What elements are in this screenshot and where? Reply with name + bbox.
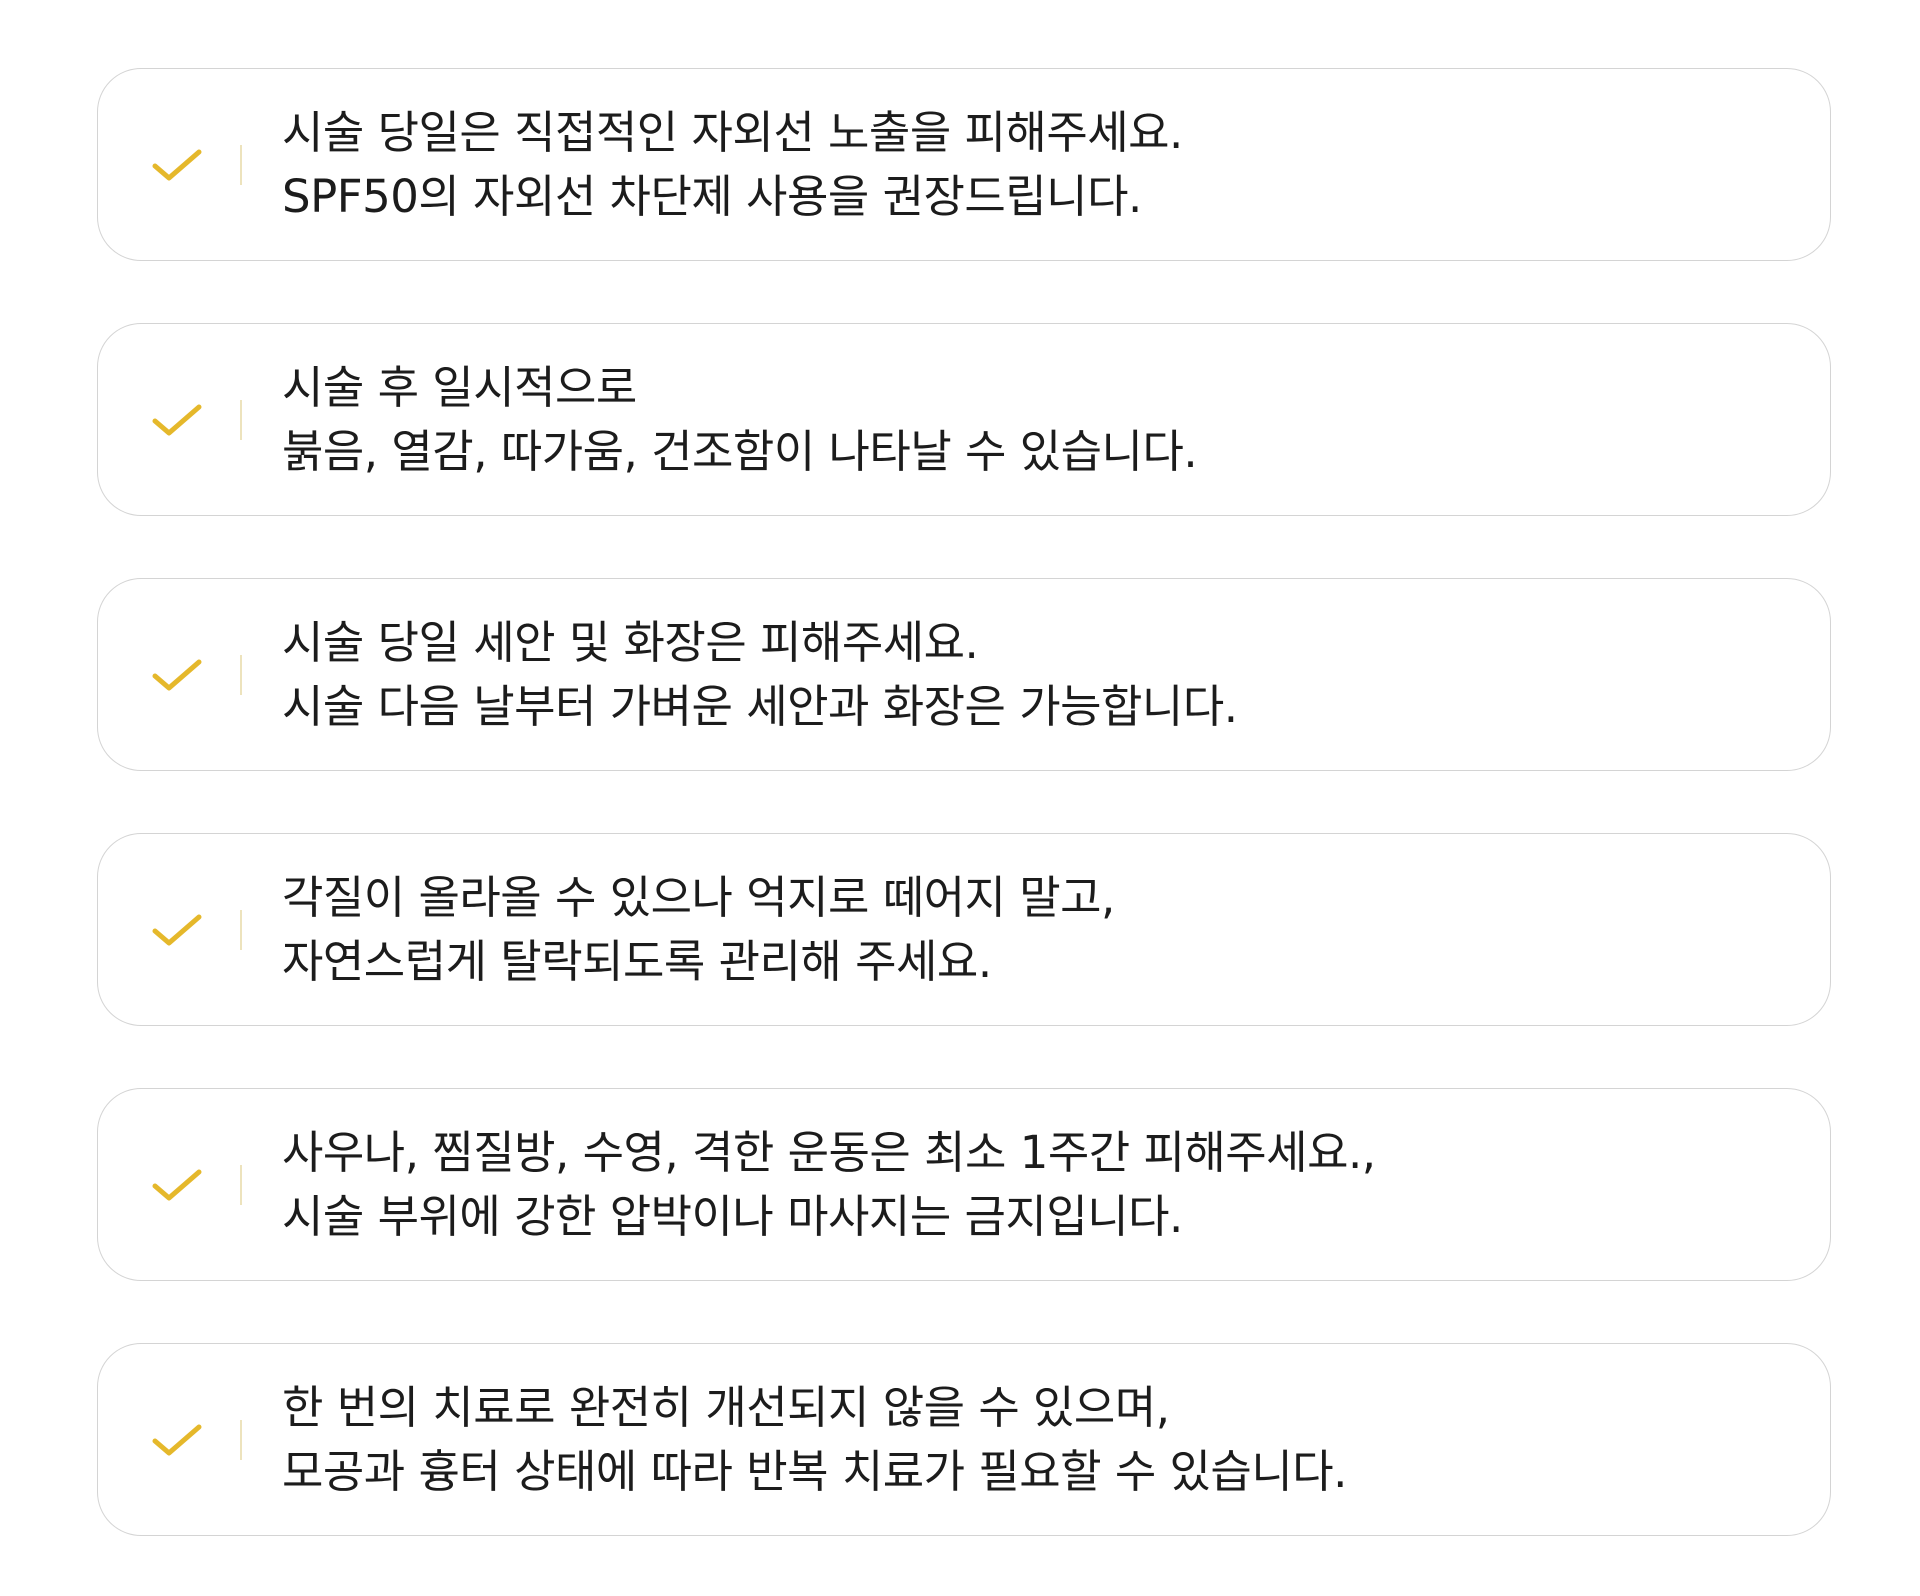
notice-card: 시술 후 일시적으로 붉음, 열감, 따가움, 건조함이 나타날 수 있습니다.	[97, 323, 1831, 516]
notice-card: 시술 당일 세안 및 화장은 피해주세요. 시술 다음 날부터 가벼운 세안과 …	[97, 578, 1831, 771]
notice-line: SPF50의 자외선 차단제 사용을 권장드립니다.	[282, 169, 1142, 223]
notice-card: 각질이 올라올 수 있으나 억지로 떼어지 말고, 자연스럽게 탈락되도록 관리…	[97, 833, 1831, 1026]
notice-line: 시술 당일은 직접적인 자외선 노출을 피해주세요.	[282, 105, 1183, 159]
checkmark-icon	[150, 910, 204, 950]
notice-text: 시술 당일은 직접적인 자외선 노출을 피해주세요. SPF50의 자외선 차단…	[282, 104, 1800, 226]
notice-line: 시술 다음 날부터 가벼운 세안과 화장은 가능합니다.	[282, 679, 1238, 733]
divider	[240, 399, 242, 440]
notice-card: 시술 당일은 직접적인 자외선 노출을 피해주세요. SPF50의 자외선 차단…	[97, 68, 1831, 261]
notice-line: 시술 당일 세안 및 화장은 피해주세요.	[282, 615, 979, 669]
notice-line: 시술 부위에 강한 압박이나 마사지는 금지입니다.	[282, 1189, 1183, 1243]
notice-text: 각질이 올라올 수 있으나 억지로 떼어지 말고, 자연스럽게 탈락되도록 관리…	[282, 869, 1800, 991]
notice-line: 자연스럽게 탈락되도록 관리해 주세요.	[282, 934, 992, 988]
notice-text: 사우나, 찜질방, 수영, 격한 운동은 최소 1주간 피해주세요., 시술 부…	[282, 1124, 1800, 1246]
checkmark-icon	[150, 655, 204, 695]
notice-line: 각질이 올라올 수 있으나 억지로 떼어지 말고,	[282, 870, 1115, 924]
notice-card: 한 번의 치료로 완전히 개선되지 않을 수 있으며, 모공과 흉터 상태에 따…	[97, 1343, 1831, 1536]
notice-text: 시술 후 일시적으로 붉음, 열감, 따가움, 건조함이 나타날 수 있습니다.	[282, 359, 1800, 481]
notice-line: 붉음, 열감, 따가움, 건조함이 나타날 수 있습니다.	[282, 424, 1198, 478]
checkmark-icon	[150, 400, 204, 440]
divider	[240, 1419, 242, 1460]
divider	[240, 1164, 242, 1205]
notice-card: 사우나, 찜질방, 수영, 격한 운동은 최소 1주간 피해주세요., 시술 부…	[97, 1088, 1831, 1281]
notice-line: 시술 후 일시적으로	[282, 360, 637, 414]
divider	[240, 144, 242, 185]
divider	[240, 909, 242, 950]
divider	[240, 654, 242, 695]
notice-line: 모공과 흉터 상태에 따라 반복 치료가 필요할 수 있습니다.	[282, 1444, 1347, 1498]
notice-text: 시술 당일 세안 및 화장은 피해주세요. 시술 다음 날부터 가벼운 세안과 …	[282, 614, 1800, 736]
notice-list: 시술 당일은 직접적인 자외선 노출을 피해주세요. SPF50의 자외선 차단…	[97, 68, 1831, 1536]
checkmark-icon	[150, 1420, 204, 1460]
notice-line: 한 번의 치료로 완전히 개선되지 않을 수 있으며,	[282, 1380, 1170, 1434]
checkmark-icon	[150, 1165, 204, 1205]
notice-text: 한 번의 치료로 완전히 개선되지 않을 수 있으며, 모공과 흉터 상태에 따…	[282, 1379, 1800, 1501]
checkmark-icon	[150, 145, 204, 185]
notice-line: 사우나, 찜질방, 수영, 격한 운동은 최소 1주간 피해주세요.,	[282, 1125, 1376, 1179]
